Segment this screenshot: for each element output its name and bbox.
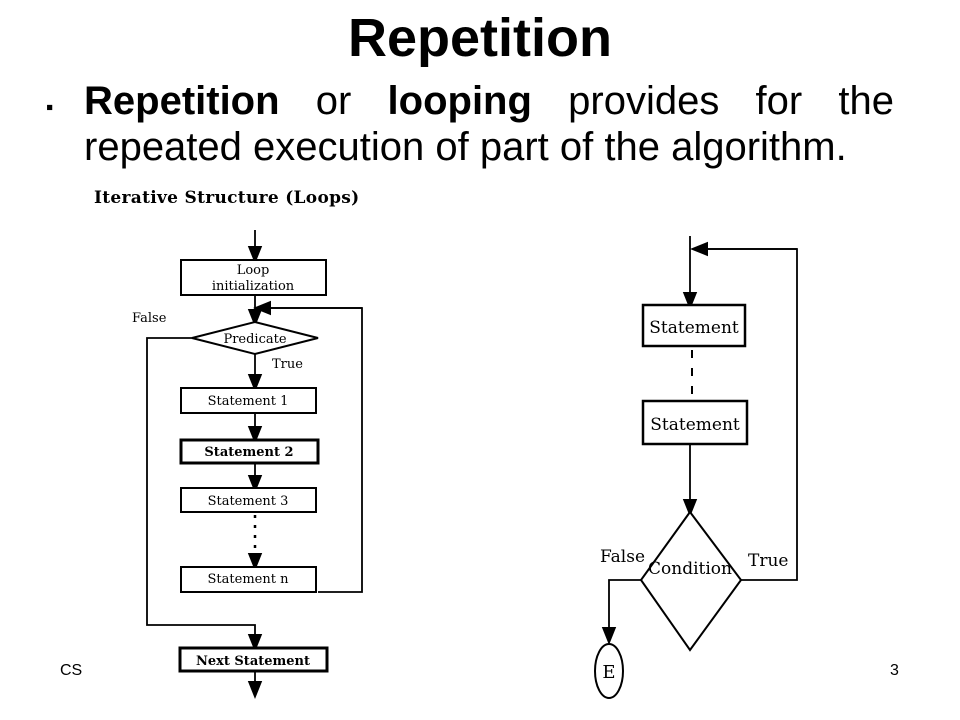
statement-n-label: Statement n	[208, 572, 290, 587]
false-path	[146, 337, 263, 652]
footer-left: CS	[60, 662, 83, 679]
diagram-subtitle: Iterative Structure (Loops)	[94, 188, 360, 208]
statement-3-box	[180, 487, 317, 513]
next-statement-box	[178, 646, 329, 673]
bullet-text: Repetition or looping provides for the r…	[84, 78, 894, 170]
loop-init-line1: Loop	[237, 263, 270, 278]
term-looping: looping	[387, 79, 532, 123]
bullet-square-icon: ▪	[46, 96, 54, 119]
condition-diamond	[639, 510, 743, 652]
right-statement-bottom-box	[641, 399, 749, 446]
connector-or: or	[315, 79, 352, 123]
statement-3-label: Statement 3	[208, 494, 289, 509]
statement-1-label: Statement 1	[208, 394, 289, 409]
page-number: 3	[890, 662, 899, 679]
loop-init-line2: initialization	[212, 279, 295, 294]
condition-label: Condition	[648, 559, 732, 579]
predicate-diamond	[191, 320, 319, 356]
left-true-label: True	[272, 357, 303, 372]
right-false-path	[601, 579, 641, 645]
end-terminal-label: E	[602, 662, 615, 683]
statement-2-label: Statement 2	[204, 445, 293, 460]
statement-2-box	[179, 438, 320, 465]
next-statement-label: Next Statement	[196, 654, 310, 669]
loop-init-box	[180, 259, 327, 296]
right-statement-bottom-label: Statement	[650, 415, 740, 435]
bullet-rest: provides for the repeated execution of p…	[84, 79, 894, 169]
statement-1-box	[180, 387, 317, 414]
right-statement-top-label: Statement	[649, 318, 739, 338]
end-terminal	[594, 643, 624, 699]
right-false-label: False	[600, 547, 645, 567]
left-false-label: False	[132, 311, 167, 326]
right-true-label: True	[748, 551, 788, 571]
predicate-label: Predicate	[223, 332, 286, 347]
right-statement-top-box	[641, 303, 747, 348]
slide-title: Repetition	[348, 8, 612, 68]
term-repetition: Repetition	[84, 79, 280, 123]
statement-n-box	[180, 566, 317, 593]
